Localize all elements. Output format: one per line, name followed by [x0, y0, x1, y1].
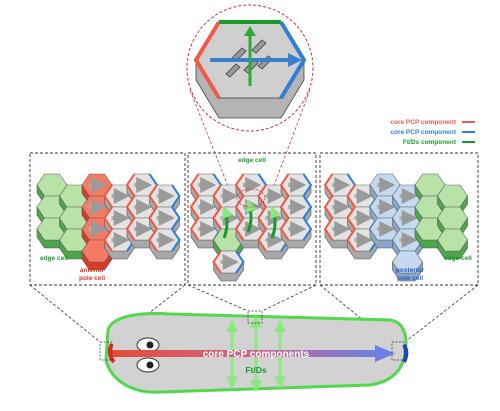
middle-ftds-arrow-2	[269, 205, 282, 239]
panel-labels: edge cell anterior pole cell edge cell e…	[40, 157, 472, 282]
left-cell-c3-r2-red-edge	[103, 228, 113, 252]
legend-label-core-blue: core PCP component	[390, 129, 456, 136]
right-cell-c0-r0-red-edge	[323, 173, 334, 197]
middle-cell-c1-r0-red-edge	[212, 184, 222, 208]
zoom-core-arrowhead	[288, 53, 302, 67]
right-cell-c5-r2-top	[437, 228, 468, 252]
middle-cell-c3-r1-red-edge	[257, 206, 267, 230]
middle-cell-c1-r3	[212, 250, 245, 282]
left-cell-c5-r2	[148, 228, 181, 260]
embryo-zoom-boxes	[99, 310, 405, 361]
left-cell-c4-r0-red-edge	[125, 173, 136, 197]
left-cell-c3-r1-red-edge	[103, 206, 113, 230]
left-edge-cell-label: edge cell	[40, 255, 68, 262]
embryo-core-arrowhead	[375, 345, 395, 362]
left-cell-c3-r0-red-edge	[103, 184, 113, 208]
zoom-red-edge	[193, 20, 221, 100]
zoom-ftds-arrowhead	[244, 26, 256, 36]
middle-cell-c3-r0-red-edge	[257, 184, 267, 208]
middle-edge-cell-label: edge cell	[238, 157, 266, 164]
embryo-anterior-pole	[107, 342, 116, 364]
panel-frame-left	[29, 152, 186, 286]
middle-cell-c4-r2-red-edge	[279, 217, 290, 241]
middle-cell-c0-r0-red-edge	[189, 173, 200, 197]
legend-label-core-red: core PCP component	[390, 119, 456, 126]
right-cell-c5-r2	[437, 228, 468, 260]
zoom-connectors	[189, 89, 311, 197]
right-pole-label-line2: pole cell	[397, 275, 423, 282]
middle-cell-c2-r2-red-edge	[234, 217, 245, 241]
embryo-posterior-pole	[402, 343, 409, 363]
right-cell-c3-r3-top	[392, 250, 423, 274]
right-edge-cell-label: edge cell	[444, 255, 472, 262]
left-cell-c4-r2-red-edge	[125, 217, 136, 241]
embryo-eyes	[136, 337, 160, 373]
cell-grids	[36, 173, 468, 282]
right-cell-c0-r2-red-edge	[323, 217, 334, 241]
middle-cell-c1-r1-red-edge	[212, 206, 222, 230]
middle-cell-c2-r0-red-edge	[234, 173, 245, 197]
panel-frames	[29, 152, 479, 286]
middle-cell-c0-r2-red-edge	[189, 217, 200, 241]
middle-cell-c2-r1-red-edge	[234, 195, 245, 219]
legend: core PCP component core PCP component Ft…	[390, 119, 475, 146]
zoom-inset	[186, 4, 314, 132]
middle-ftds-arrow-1	[245, 199, 258, 233]
legend-label-ftds: Ft/Ds component	[403, 139, 457, 146]
right-cell-c1-r0-red-edge	[346, 184, 356, 208]
embryo: core PCP components Ft/Ds	[99, 310, 409, 394]
middle-cell-c1-r3-red-edge	[212, 250, 222, 274]
left-cell-c5-r0-red-edge	[148, 184, 158, 208]
embryo-core-label: core PCP components	[203, 349, 310, 360]
embryo-ftds-arrows	[226, 315, 286, 393]
middle-cell-c4-r2	[279, 217, 313, 249]
middle-ftds-arrow-0	[221, 205, 234, 239]
right-cell-c3-r3	[392, 250, 423, 282]
left-pole-label-line1: anterior	[80, 267, 105, 274]
embryo-core-arrow	[112, 350, 377, 357]
middle-zoom-target	[236, 188, 266, 208]
middle-cell-c4-r0-red-edge	[279, 173, 290, 197]
right-pole-label-line1: posterior	[396, 267, 425, 274]
middle-cell-c3-r2-red-edge	[257, 228, 267, 252]
right-cell-c0-r1-red-edge	[323, 195, 334, 219]
left-cell-c5-r2-red-edge	[148, 228, 158, 252]
left-pole-label-line2: pole cell	[79, 275, 105, 282]
middle-cell-c0-r1-red-edge	[189, 195, 200, 219]
left-cell-c5-r1-red-edge	[148, 206, 158, 230]
embryo-ftds-label: Ft/Ds	[245, 365, 267, 375]
right-cell-c1-r2-red-edge	[346, 228, 356, 252]
zoom-blue-edge	[279, 20, 307, 100]
left-cell-c4-r1-red-edge	[125, 195, 136, 219]
right-cell-c1-r1-red-edge	[346, 206, 356, 230]
